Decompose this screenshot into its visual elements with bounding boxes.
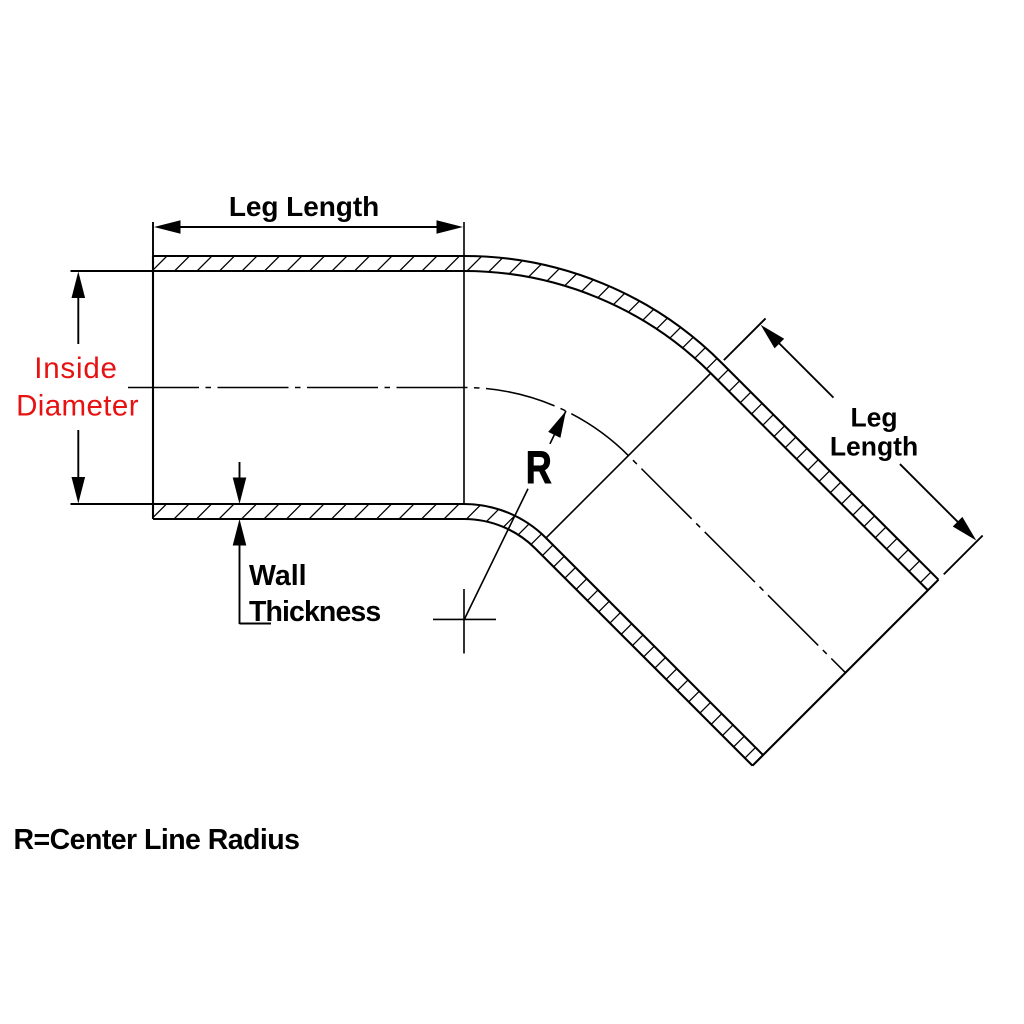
svg-text:Inside: Inside — [34, 352, 118, 385]
svg-text:R: R — [526, 442, 552, 493]
svg-text:Leg Length: Leg Length — [229, 191, 379, 222]
svg-text:Thickness: Thickness — [249, 596, 380, 628]
svg-text:Length: Length — [830, 432, 918, 462]
svg-text:R=Center Line Radius: R=Center Line Radius — [14, 824, 300, 856]
svg-text:Leg: Leg — [850, 402, 897, 432]
svg-text:Wall: Wall — [249, 560, 307, 592]
svg-text:Diameter: Diameter — [16, 390, 139, 423]
